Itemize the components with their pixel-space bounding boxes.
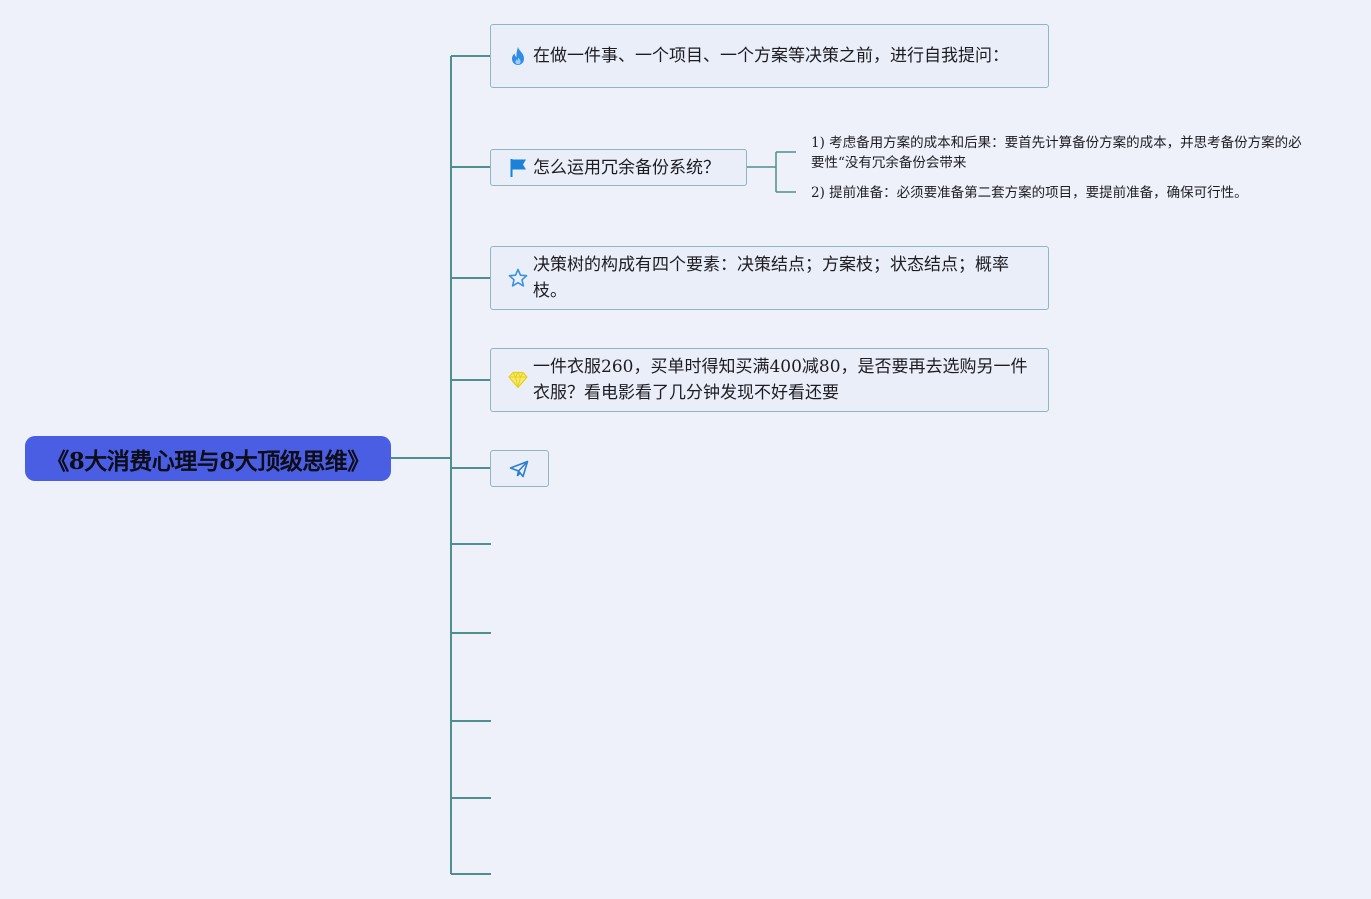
diamond-icon (505, 371, 531, 389)
topic-node-3[interactable]: 决策树的构成有四个要素：决策结点；方案枝；状态结点；概率枝。 (490, 246, 1049, 310)
topic-node-1[interactable]: 在做一件事、一个项目、一个方案等决策之前，进行自我提问： (490, 24, 1049, 88)
topic-node-2[interactable]: 怎么运用冗余备份系统？ (490, 149, 747, 186)
topic-node-5[interactable] (490, 450, 549, 487)
topic-text-4: 一件衣服260，买单时得知买满400减80，是否要再去选购另一件衣服？看电影看了… (533, 357, 1028, 403)
fire-icon (505, 46, 531, 66)
paper-plane-icon (506, 460, 532, 478)
topic-node-4[interactable]: 一件衣服260，买单时得知买满400减80，是否要再去选购另一件衣服？看电影看了… (490, 348, 1049, 412)
subtopic-1[interactable]: 1) 考虑备用方案的成本和后果：要首先计算备份方案的成本，并思考备份方案的必要性… (811, 135, 1302, 171)
topic-text-1: 在做一件事、一个项目、一个方案等决策之前，进行自我提问： (533, 46, 1009, 66)
flag-icon (505, 158, 531, 178)
topic-text-3: 决策树的构成有四个要素：决策结点；方案枝；状态结点；概率枝。 (533, 255, 1009, 301)
topic-text-2: 怎么运用冗余备份系统？ (533, 157, 720, 178)
star-icon (505, 268, 531, 288)
subtopic-2[interactable]: 2) 提前准备：必须要准备第二套方案的项目，要提前准备，确保可行性。 (811, 185, 1248, 201)
central-topic[interactable]: 《8大消费心理与8大顶级思维》 (25, 436, 391, 481)
central-topic-label: 《8大消费心理与8大顶级思维》 (46, 447, 370, 475)
